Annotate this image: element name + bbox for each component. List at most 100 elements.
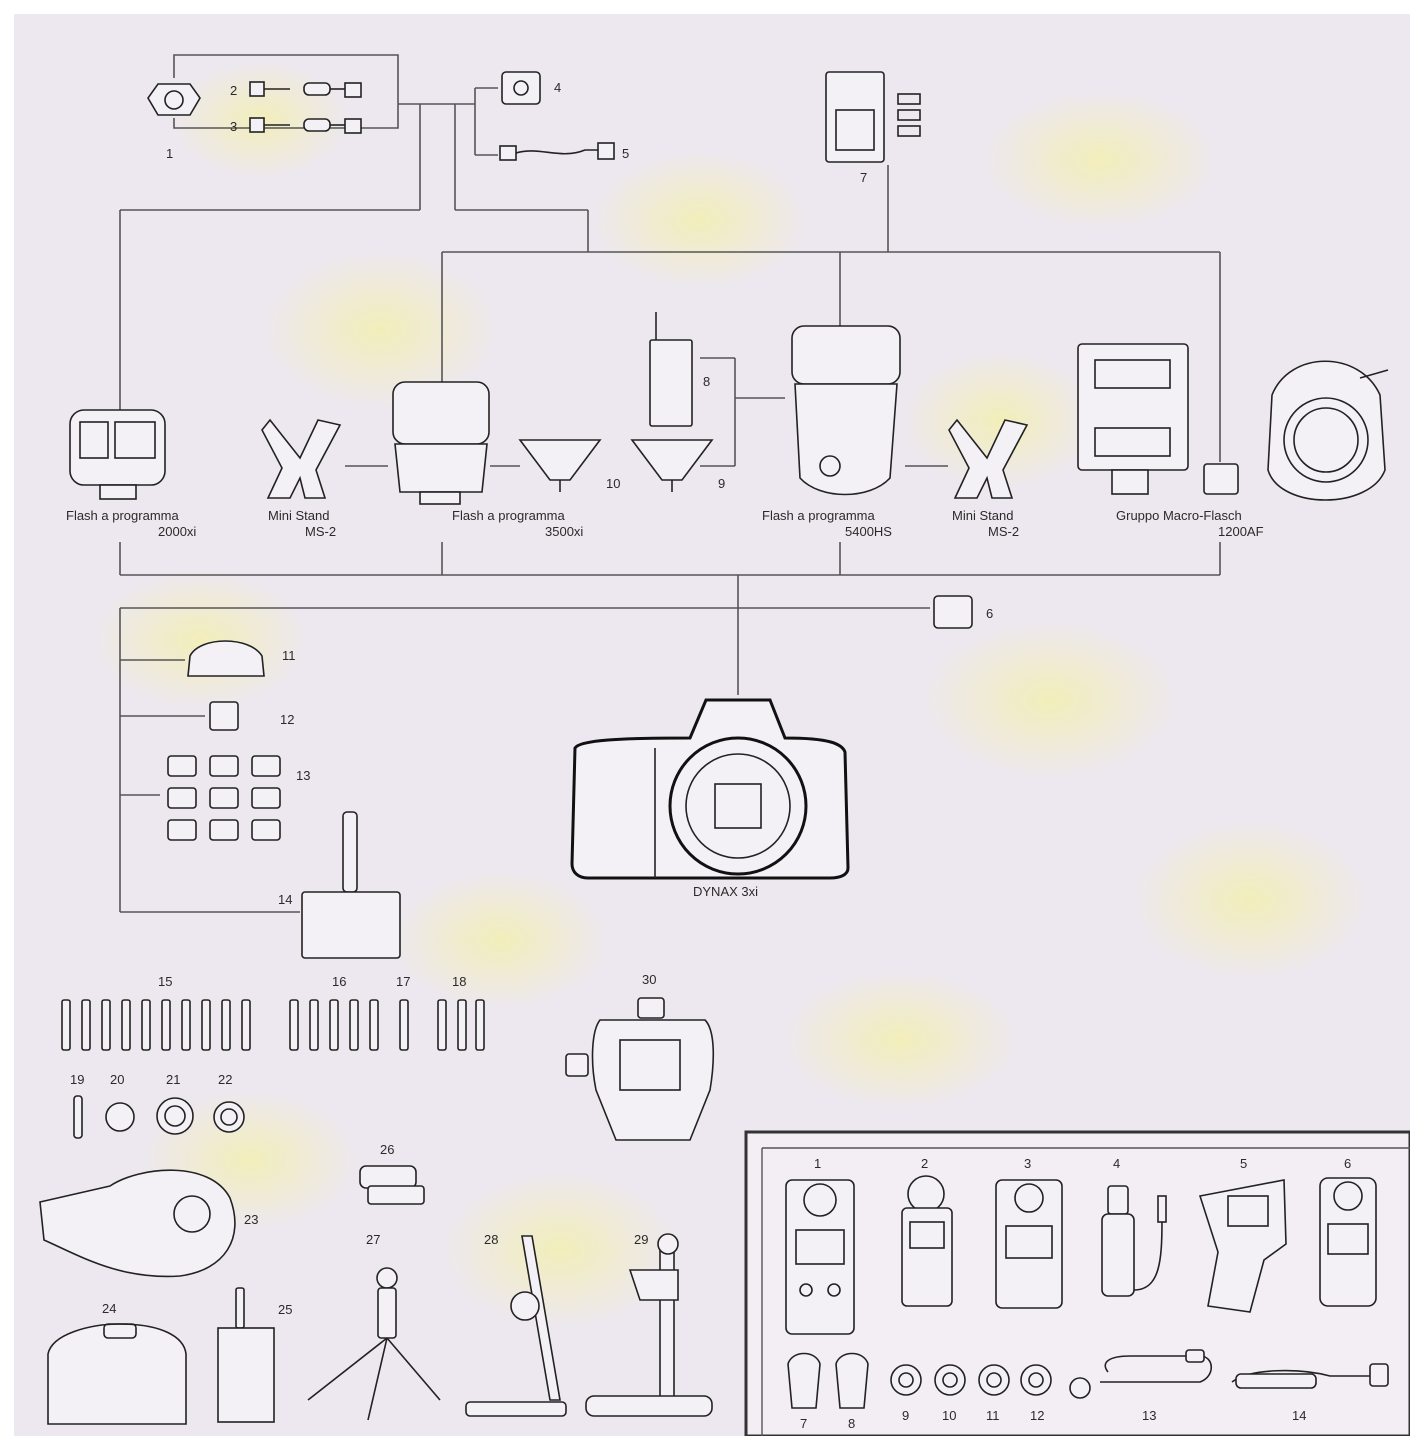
label-28: 28 [484,1232,498,1247]
meter-label-11: 11 [986,1408,1000,1423]
label-8: 8 [703,374,710,389]
accessory-10-diffuser [518,439,602,492]
flash-3500xi-label-2: 3500xi [545,524,583,539]
meter-6 [1319,1177,1377,1307]
accessory-28-copy-stand [465,1235,567,1417]
label-9: 9 [718,476,725,491]
label-16: 16 [332,974,346,989]
flash-5400hs-label-1: Flash a programma [762,508,875,523]
accessory-29-stand [585,1233,713,1417]
accessory-12-cap [209,701,239,731]
label-26: 26 [380,1142,394,1157]
accessory-14-remote-cord [301,811,401,959]
accessory-6-shoe-adapter [933,595,973,629]
flash-2000xi-label-1: Flash a programma [66,508,179,523]
meter-4 [1101,1185,1167,1297]
mini-stand-right-label-2: MS-2 [988,524,1019,539]
flash-3500xi-label-1: Flash a programma [452,508,565,523]
accessory-11-eyecup [187,640,265,677]
label-1: 1 [166,146,173,161]
meter-label-5: 5 [1240,1156,1247,1171]
macro-flash-label-2: 1200AF [1218,524,1264,539]
meters-panel: 1 2 3 4 5 6 7 8 9 10 11 12 13 14 [744,1130,1410,1436]
meter-accessory-14-cable [1231,1363,1389,1389]
label-17: 17 [396,974,410,989]
accessory-26-clamp [359,1165,425,1205]
accessory-25-strap-holder [217,1287,275,1423]
meter-label-9: 9 [902,1408,909,1423]
meter-5 [1198,1179,1287,1313]
meter-label-3: 3 [1024,1156,1031,1171]
accessory-20-ring [105,1102,135,1132]
meter-2 [901,1175,953,1307]
connector-lines [119,54,1221,913]
label-18: 18 [452,974,466,989]
macro-flash-controller [1077,343,1189,495]
mini-stand-left [261,418,342,499]
label-27: 27 [366,1232,380,1247]
label-4: 4 [554,80,561,95]
accessory-8-wireless-controller [649,312,693,427]
meter-label-2: 2 [921,1156,928,1171]
accessory-7-battery-pack [825,71,921,163]
accessory-21-magnifier [156,1097,194,1135]
label-21: 21 [166,1072,180,1087]
accessory-2-cable [249,81,362,98]
accessory-9-diffuser [630,439,714,492]
label-25: 25 [278,1302,292,1317]
label-20: 20 [110,1072,124,1087]
label-19: 19 [70,1072,84,1087]
label-3: 3 [230,119,237,134]
meter-1 [785,1179,855,1335]
meter-label-4: 4 [1113,1156,1120,1171]
accessory-13-focusing-screens [167,755,281,841]
accessory-30-vertical-grip [565,997,715,1141]
flash-5400hs-label-2: 5400HS [845,524,892,539]
meter-accessory-9-12 [890,1364,1052,1396]
label-11: 11 [282,648,296,663]
mini-stand-right-label-1: Mini Stand [952,508,1013,523]
label-15: 15 [158,974,172,989]
accessory-19-strap [73,1095,83,1139]
meter-label-10: 10 [942,1408,956,1423]
accessory-5-cord [499,142,615,161]
camera-dynax-3xi [570,698,850,880]
accessory-4-shoe [501,71,541,105]
meter-label-6: 6 [1344,1156,1351,1171]
flash-3500xi [392,381,490,505]
camera-label: DYNAX 3xi [693,884,758,899]
label-10: 10 [606,476,620,491]
mini-stand-right [948,418,1029,499]
label-14: 14 [278,892,292,907]
macro-ring-flash [1267,360,1389,501]
label-5: 5 [622,146,629,161]
macro-flash-label-1: Gruppo Macro-Flasch [1116,508,1242,523]
meter-accessory-8 [835,1352,869,1409]
label-13: 13 [296,768,310,783]
meter-accessory-7 [787,1352,821,1409]
yellow-mottle [90,60,1370,1330]
accessory-23-soft-case [39,1169,236,1278]
flash-5400hs [791,325,901,496]
label-12: 12 [280,712,294,727]
accessory-17-corrector [399,999,409,1051]
mini-stand-left-label-1: Mini Stand [268,508,329,523]
label-24: 24 [102,1301,116,1316]
label-7: 7 [860,170,867,185]
accessory-24-case [47,1323,187,1425]
flash-2000xi [69,409,166,500]
label-22: 22 [218,1072,232,1087]
label-2: 2 [230,83,237,98]
accessory-3-cable [249,117,362,134]
accessory-22-eyepiece [213,1101,245,1133]
meter-label-14: 14 [1292,1408,1306,1423]
accessory-15-eyepiece-correctors [61,999,251,1051]
macro-flash-adapter [1203,463,1239,495]
flash-2000xi-label-2: 2000xi [158,524,196,539]
label-29: 29 [634,1232,648,1247]
accessory-1-adapter [147,83,201,116]
mini-stand-left-label-2: MS-2 [305,524,336,539]
accessory-27-mini-tripod [307,1267,441,1421]
meter-3 [995,1179,1063,1309]
